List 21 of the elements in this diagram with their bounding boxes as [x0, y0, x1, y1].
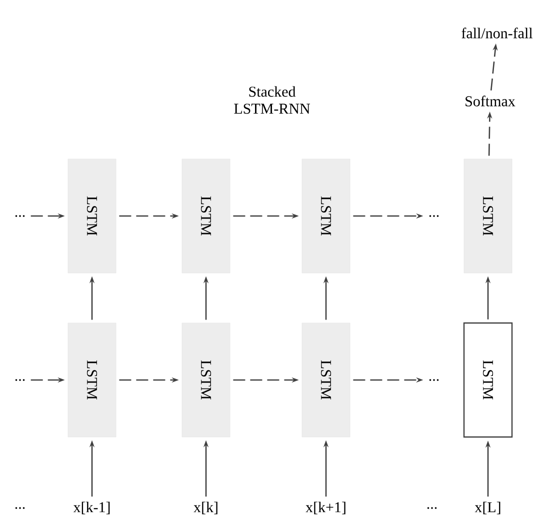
lstm-box: LSTM [302, 158, 350, 274]
ellipsis: ... [15, 507, 25, 509]
input-label: x[k] [194, 502, 218, 514]
input-label: x[k+1] [306, 502, 346, 514]
output-label: fall/non-fall [462, 28, 533, 38]
lstm-box: LSTM [68, 158, 116, 274]
lstm-box: LSTM [182, 322, 230, 438]
ellipsis: ... [15, 379, 25, 381]
lstm-box: LSTM [464, 158, 512, 274]
lstm-box: LSTM [68, 322, 116, 438]
title-text: Stacked LSTM-RNN [234, 86, 310, 114]
ellipsis: ... [429, 215, 439, 217]
input-label: x[L] [474, 502, 500, 514]
lstm-box: LSTM [463, 322, 513, 438]
ellipsis: ... [429, 379, 439, 381]
ellipsis: ... [427, 507, 437, 509]
lstm-box: LSTM [182, 158, 230, 274]
ellipsis: ... [15, 215, 25, 217]
input-label: x[k-1] [73, 502, 110, 514]
softmax-label: Softmax [466, 96, 516, 106]
lstm-box: LSTM [302, 322, 350, 438]
